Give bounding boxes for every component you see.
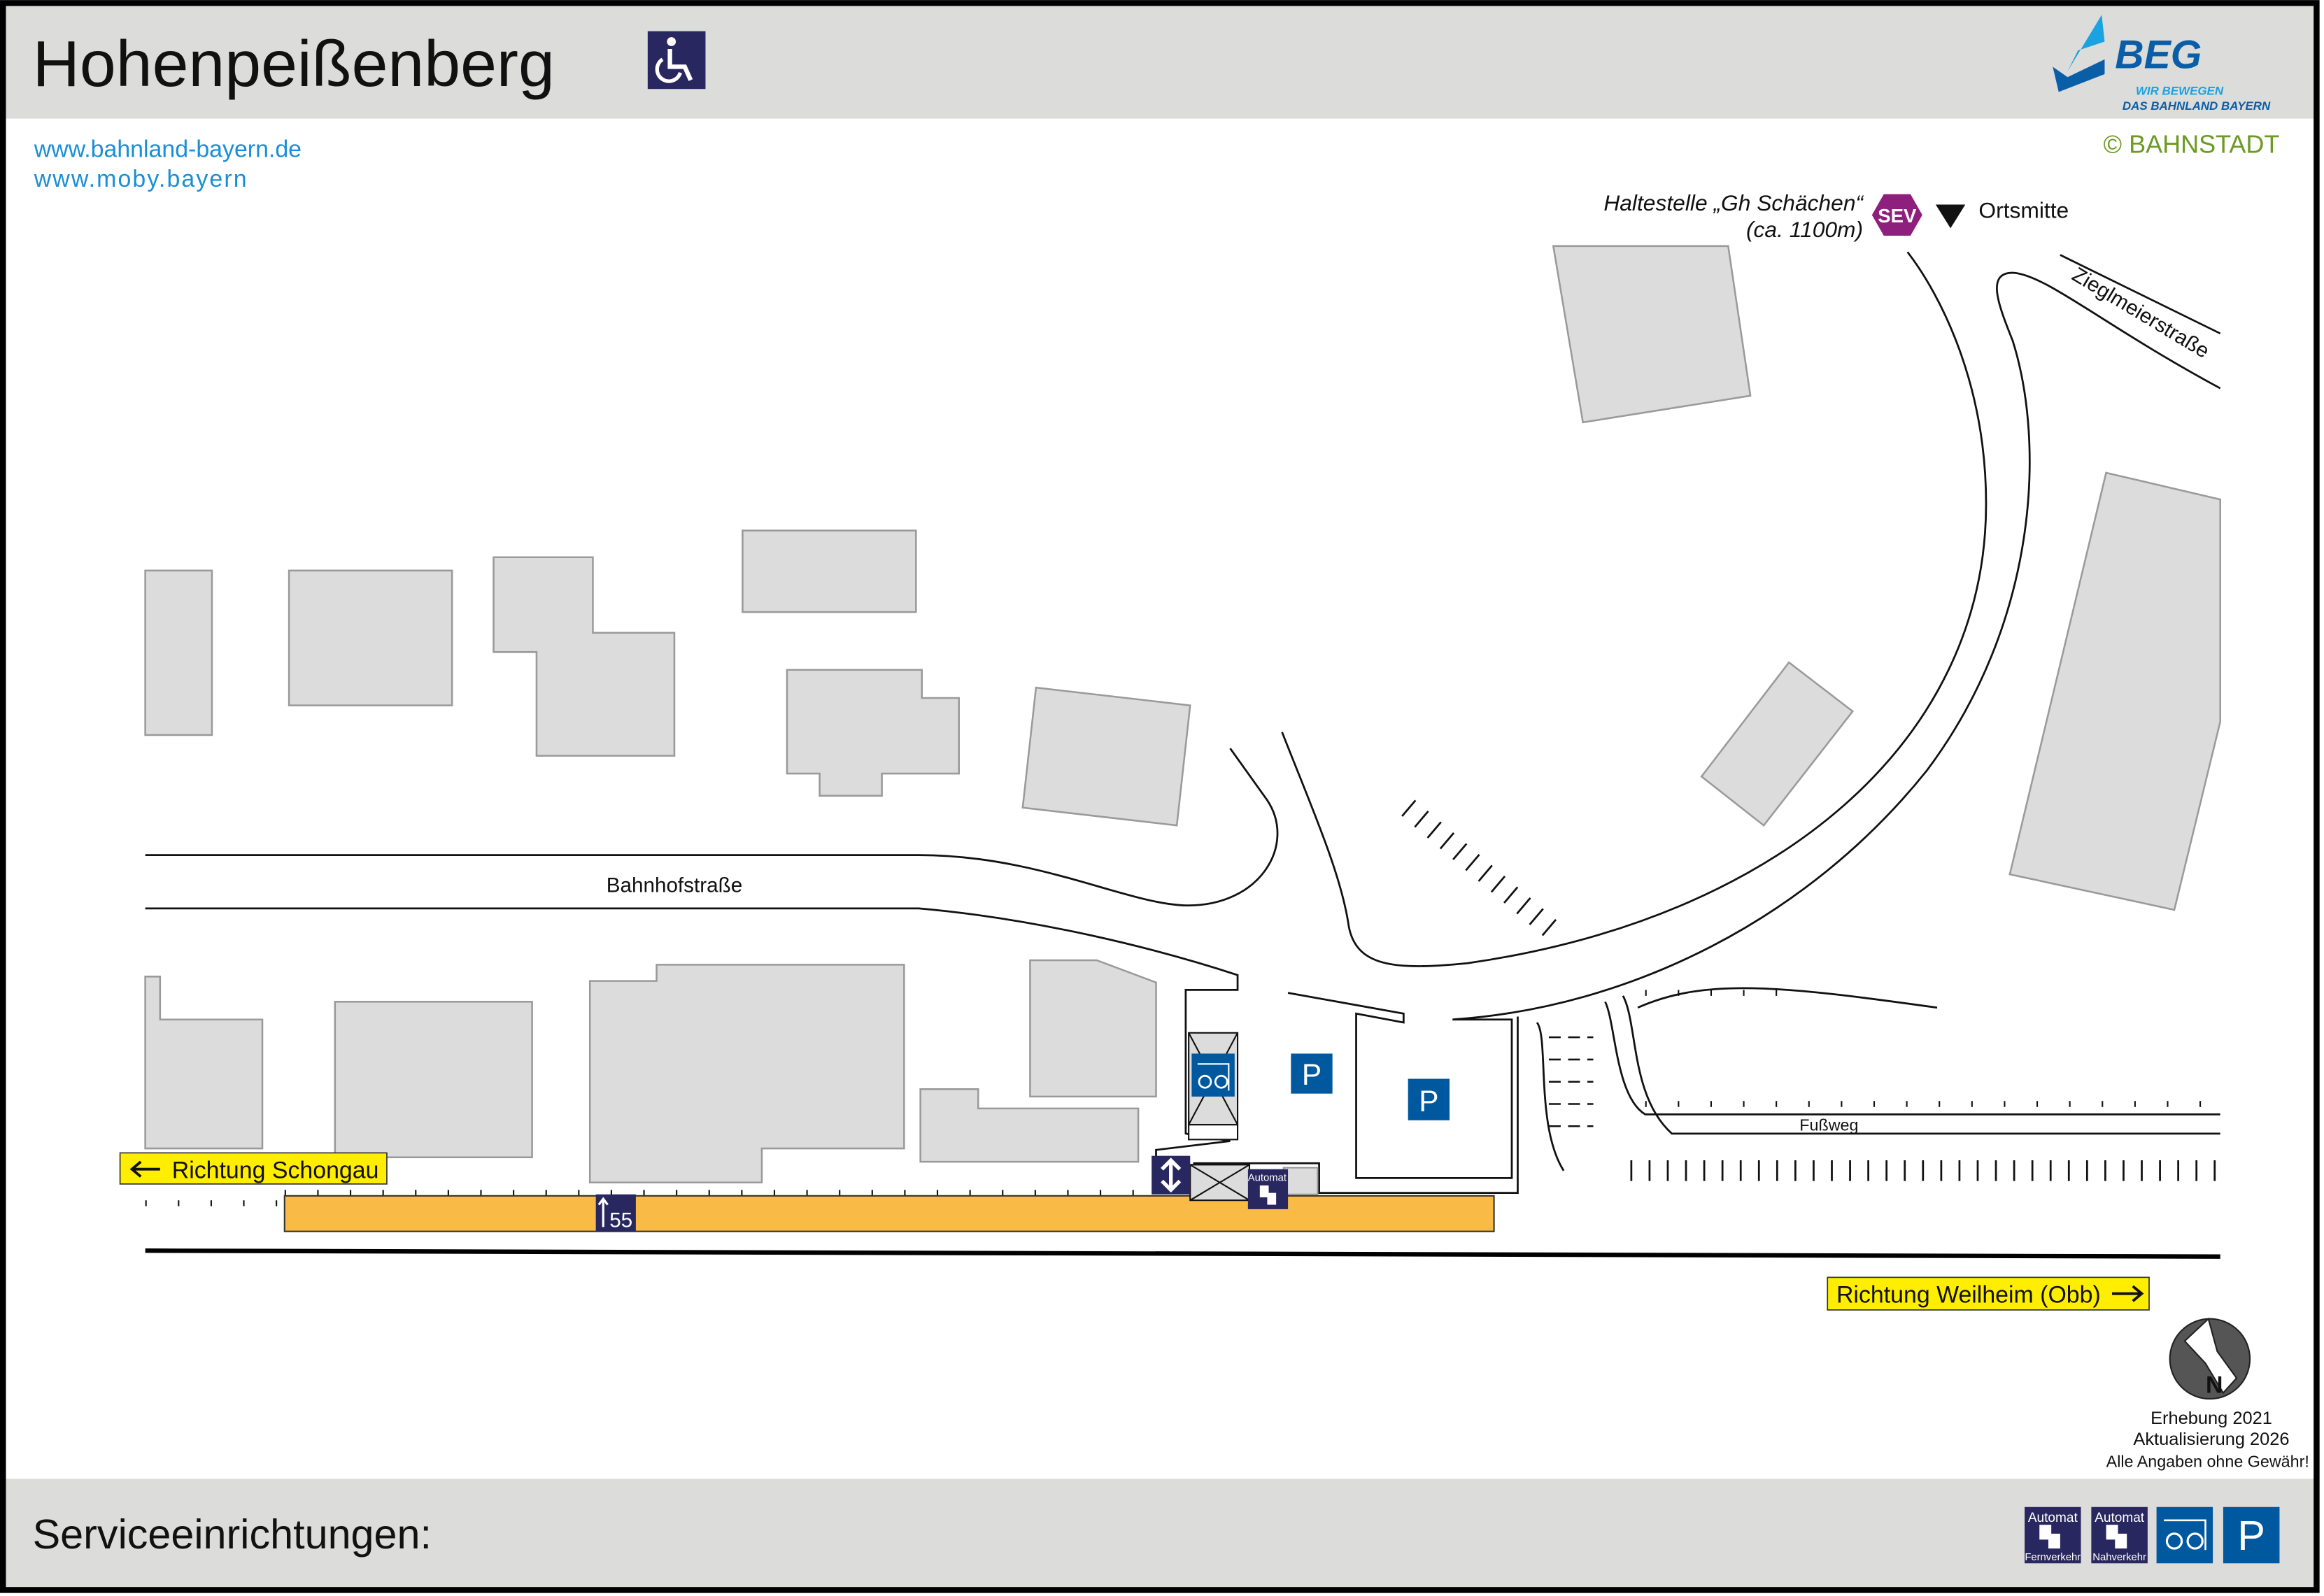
sev-badge: SEV <box>1871 194 1922 236</box>
town-centre-label: Ortsmitte <box>1978 198 2069 223</box>
direction-weilheim: Richtung Weilheim (Obb) <box>1827 1276 2150 1311</box>
svg-text:Automat: Automat <box>1248 1173 1287 1184</box>
svg-text:Richtung Weilheim (Obb): Richtung Weilheim (Obb) <box>1836 1281 2101 1308</box>
stairs-structure <box>1189 1164 1319 1202</box>
page-title: Hohenpeißenberg <box>33 27 555 100</box>
parking-icon: P <box>1408 1078 1450 1120</box>
header-bar <box>6 6 2314 119</box>
platform-height-sign: 55 <box>595 1194 636 1232</box>
direction-triangle-icon <box>1935 204 1966 229</box>
link-bahnland[interactable]: www.bahnland-bayern.de <box>34 136 302 163</box>
svg-text:P: P <box>1419 1085 1438 1118</box>
service-ticket-nahverkehr: Automat Nahverkehr <box>2091 1506 2148 1564</box>
update-year: Aktualisierung 2026 <box>2133 1430 2289 1449</box>
svg-text:Richtung Schongau: Richtung Schongau <box>172 1157 379 1183</box>
footer-title: Serviceeinrichtungen: <box>33 1511 432 1558</box>
buildings <box>144 245 2221 1184</box>
bike-parking-icon <box>1191 1053 1235 1097</box>
svg-text:SEV: SEV <box>1878 205 1917 227</box>
service-parking: P <box>2223 1506 2280 1564</box>
street-label-fussweg: Fußweg <box>1799 1116 1858 1134</box>
roads <box>145 251 2221 1206</box>
svg-text:N: N <box>2206 1372 2223 1399</box>
svg-text:WIR BEWEGEN: WIR BEWEGEN <box>2136 85 2224 98</box>
beg-logo: BEG WIR BEWEGEN DAS BAHNLAND BAYERN <box>2053 15 2271 113</box>
track <box>145 1248 2220 1259</box>
bike-parking-icon <box>2156 1506 2213 1564</box>
svg-text:Nahverkehr: Nahverkehr <box>2092 1552 2146 1563</box>
elevator-icon <box>1152 1155 1191 1195</box>
service-ticket-fernverkehr: Automat Fernverkehr <box>2025 1506 2081 1564</box>
ticket-machine-icon: Automat <box>1248 1169 1289 1209</box>
wheelchair-icon <box>647 31 706 90</box>
svg-text:Automat: Automat <box>2028 1511 2078 1525</box>
svg-text:DAS BAHNLAND BAYERN: DAS BAHNLAND BAYERN <box>2123 99 2271 113</box>
disclaimer: Alle Angaben ohne Gewähr! <box>2106 1453 2309 1471</box>
survey-year: Erhebung 2021 <box>2151 1409 2272 1428</box>
bus-stop-distance: (ca. 1100m) <box>1746 217 1863 242</box>
link-moby[interactable]: www.moby.bayern <box>34 166 248 192</box>
north-arrow-icon: N <box>2169 1317 2251 1400</box>
street-label-bahnhofstrasse: Bahnhofstraße <box>607 874 743 897</box>
footer-bar <box>6 1479 2314 1589</box>
platform <box>283 1195 1495 1232</box>
svg-text:P: P <box>1302 1058 1322 1091</box>
svg-text:Automat: Automat <box>2095 1511 2145 1525</box>
svg-text:P: P <box>2237 1512 2265 1559</box>
svg-text:BEG: BEG <box>2115 33 2202 78</box>
parking-icon: P <box>1291 1053 1333 1094</box>
svg-text:55: 55 <box>609 1209 632 1232</box>
direction-schongau: Richtung Schongau <box>119 1152 388 1185</box>
svg-text:Fernverkehr: Fernverkehr <box>2025 1552 2081 1563</box>
bus-stop-name: Haltestelle „Gh Schächen“ <box>1603 190 1864 215</box>
copyright-bahnstadt: © BAHNSTADT <box>2104 129 2280 158</box>
